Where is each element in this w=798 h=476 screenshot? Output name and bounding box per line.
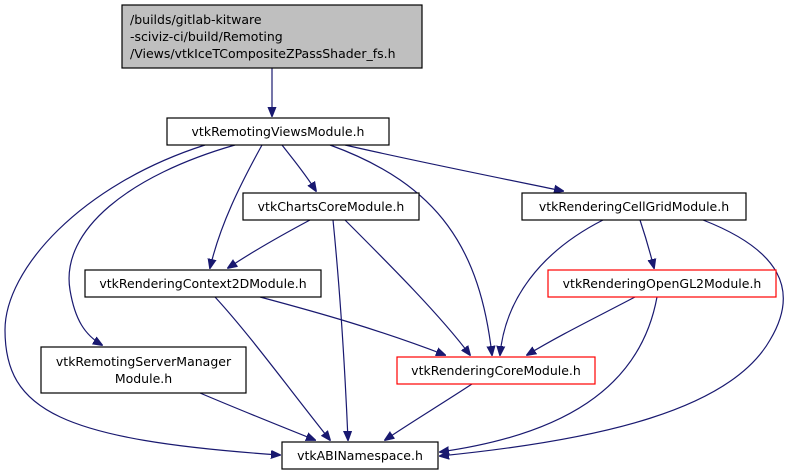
edge-cellgrid-to-abinamespace [440, 219, 784, 456]
edge-chartscore-to-renderingcore [344, 219, 470, 355]
nodes: /builds/gitlab-kitware -sciviz-ci/build/R… [40, 4, 777, 470]
node-box [84, 269, 322, 298]
edge-context2d-to-renderingcore [259, 296, 445, 355]
node-box [166, 117, 390, 146]
edge-remotingviews-to-cellgrid [344, 144, 563, 191]
node-label: Module.h [115, 371, 172, 386]
node-label: vtkRemotingViewsModule.h [192, 124, 365, 139]
node-label: /builds/gitlab-kitware [130, 12, 262, 27]
edge-opengl2-to-abinamespace [440, 296, 658, 452]
edge-remotingviews-to-context2d [210, 144, 263, 268]
node-label: -sciviz-ci/build/Remoting [130, 29, 283, 44]
edges [4, 68, 784, 456]
node-box [281, 441, 439, 470]
node-abinamespace[interactable]: vtkABINamespace.h [281, 441, 439, 470]
node-box [121, 4, 423, 69]
edge-chartscore-to-abinamespace [332, 219, 348, 440]
edge-remotingviews-to-abinamespace [4, 144, 280, 455]
node-label: vtkRenderingContext2DModule.h [99, 276, 306, 291]
node-box [40, 346, 247, 394]
node-box [396, 356, 596, 385]
node-label: vtkRenderingCoreModule.h [411, 363, 581, 378]
node-box [547, 269, 777, 298]
node-remotingviews[interactable]: vtkRemotingViewsModule.h [166, 117, 390, 146]
edge-remotingviews-to-renderingcore [329, 144, 492, 355]
node-box [242, 192, 420, 221]
edge-remotingviews-to-servermanager [68, 144, 236, 345]
node-label: vtkChartsCoreModule.h [258, 199, 405, 214]
node-label: /Views/vtkIceTCompositeZPassShader_fs.h [130, 46, 396, 61]
edge-chartscore-to-context2d [228, 219, 311, 268]
node-label: vtkABINamespace.h [297, 448, 423, 463]
node-cellgrid[interactable]: vtkRenderingCellGridModule.h [521, 192, 747, 221]
node-root: /builds/gitlab-kitware -sciviz-ci/build/R… [121, 4, 423, 69]
node-label: vtkRemotingServerManager [56, 354, 232, 369]
edge-remotingviews-to-chartscore [281, 144, 316, 191]
node-context2d[interactable]: vtkRenderingContext2DModule.h [84, 269, 322, 298]
edge-servermanager-to-abinamespace [199, 392, 315, 440]
node-label: vtkRenderingCellGridModule.h [539, 199, 729, 214]
node-box [521, 192, 747, 221]
node-opengl2[interactable]: vtkRenderingOpenGL2Module.h [547, 269, 777, 298]
edge-opengl2-to-renderingcore [527, 296, 636, 355]
edge-context2d-to-abinamespace [214, 296, 330, 440]
node-chartscore[interactable]: vtkChartsCoreModule.h [242, 192, 420, 221]
edge-cellgrid-to-opengl2 [639, 219, 654, 268]
node-label: vtkRenderingOpenGL2Module.h [563, 276, 762, 291]
edge-renderingcore-to-abinamespace [385, 383, 473, 440]
edge-cellgrid-to-renderingcore [500, 219, 604, 355]
node-renderingcore[interactable]: vtkRenderingCoreModule.h [396, 356, 596, 385]
